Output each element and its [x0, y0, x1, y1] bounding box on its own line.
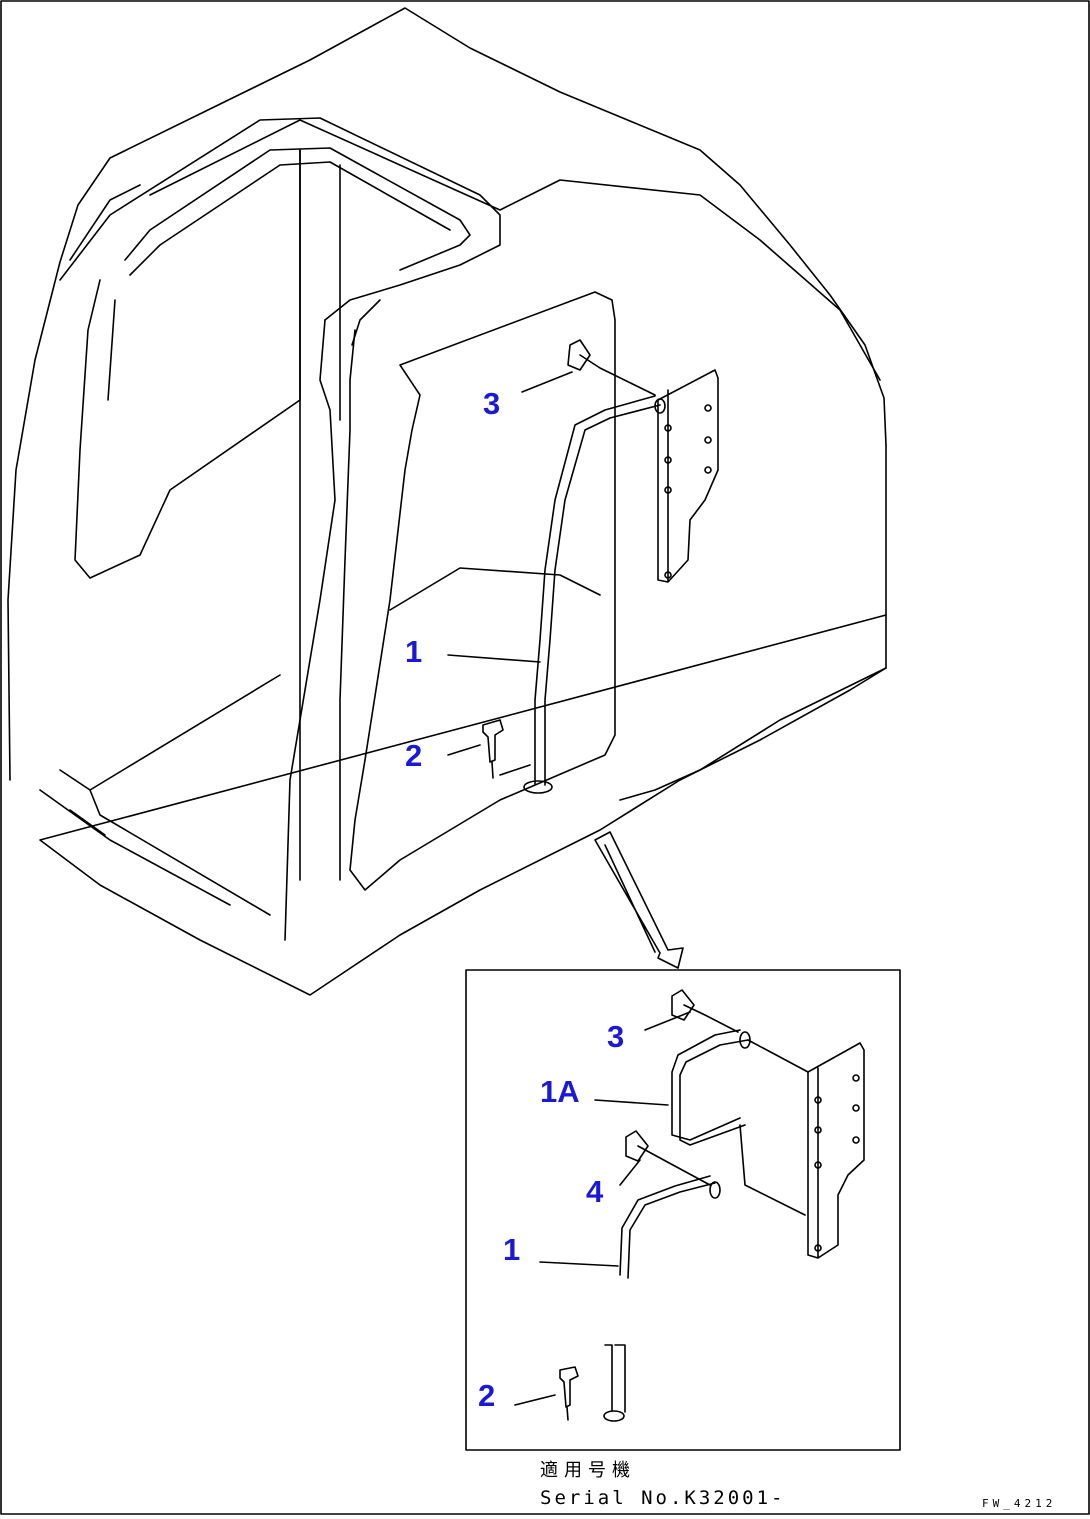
handrail-1-detail	[619, 1175, 716, 1279]
callout-3-detail: 3	[607, 1019, 625, 1054]
callout-1-detail: 1	[503, 1232, 521, 1267]
leader-3-main	[521, 371, 573, 393]
cab-floor	[59, 769, 271, 916]
door-pillar-inner	[339, 329, 356, 881]
door-panel-step	[389, 567, 601, 611]
bolt-3-detail	[671, 989, 739, 1033]
callout-3-main: 3	[483, 386, 501, 421]
door-pillar-mid	[351, 299, 381, 346]
cab-floor-inner2	[69, 809, 106, 836]
serial-number: Serial No.K32001-	[540, 1487, 786, 1509]
detail-arrow	[594, 831, 684, 969]
bracket-plate-main	[657, 369, 719, 583]
leader-1-detail	[539, 1261, 619, 1267]
cab-floor-inner	[39, 789, 231, 906]
front-window-frame-outer	[59, 117, 501, 321]
screw-2-detail	[559, 1366, 579, 1421]
detail-box	[465, 969, 901, 1451]
callout-4-detail: 4	[586, 1174, 604, 1209]
callout-2-main: 2	[405, 738, 423, 773]
bolt-3-main	[567, 339, 656, 396]
leader-2-main	[447, 744, 481, 756]
cab-floor-line	[89, 674, 281, 791]
cab-roof-inner	[69, 184, 141, 261]
handrail-main	[534, 395, 661, 786]
bolt-4-detail	[625, 1130, 711, 1186]
screw-2-main	[482, 719, 504, 779]
applicability-label: 適用号機	[540, 1460, 636, 1481]
leader-1-main	[447, 654, 541, 663]
callout-1-main: 1	[405, 634, 423, 669]
door-panel	[349, 291, 616, 891]
front-window-side	[74, 149, 301, 579]
handrail-foot	[523, 780, 553, 794]
front-window-frame-inner	[124, 147, 471, 271]
handrail-foot-detail	[603, 1410, 625, 1422]
leader-4-detail	[619, 1159, 641, 1186]
callout-2-detail: 2	[478, 1378, 496, 1413]
figure-code: FW_4212	[982, 1497, 1057, 1510]
leader-2-detail	[514, 1394, 556, 1406]
handrail-1a-detail	[671, 1029, 749, 1146]
front-window-side2	[107, 299, 116, 401]
front-window-frame-inner2	[129, 161, 451, 276]
cab-roof-line	[149, 119, 881, 381]
cab-outer-outline	[7, 7, 887, 996]
door-pillar-outer	[284, 319, 336, 941]
callout-1a-detail: 1A	[540, 1074, 580, 1109]
leader-3-detail	[644, 1011, 691, 1031]
cab-lower-right	[619, 667, 887, 801]
leader-1a-detail	[594, 1099, 669, 1106]
bracket-plate-detail	[807, 1042, 865, 1259]
